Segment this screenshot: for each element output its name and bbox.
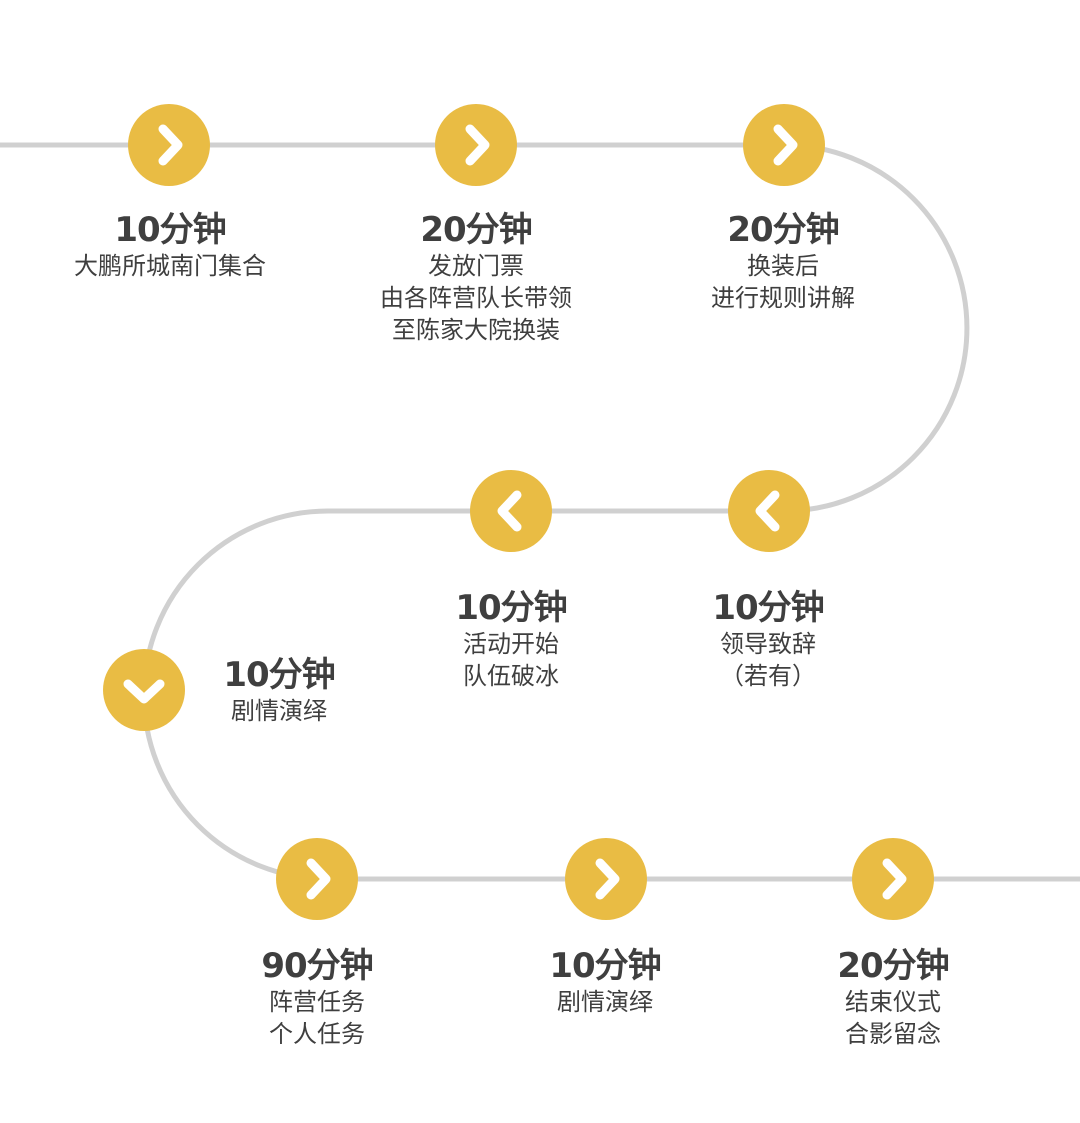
chevron-right-icon (465, 124, 490, 166)
step-node-2 (435, 104, 517, 186)
step-node-3 (743, 104, 825, 186)
step-label-7: 90分钟阵营任务个人任务 (261, 946, 373, 1050)
step-label-8: 10分钟剧情演绎 (549, 946, 661, 1018)
step-description-line: 结束仪式 (844, 988, 941, 1016)
step-duration: 10分钟 (549, 946, 661, 986)
step-description-line: 阵营任务 (268, 988, 365, 1016)
chevron-right-icon (882, 858, 907, 900)
step-duration: 20分钟 (727, 210, 839, 250)
step-label-1: 10分钟大鹏所城南门集合 (74, 210, 266, 282)
step-node-1 (128, 104, 210, 186)
step-description-line: 由各阵营队长带领 (380, 284, 572, 312)
step-duration: 10分钟 (114, 210, 226, 250)
step-duration: 90分钟 (261, 946, 373, 986)
step-label-4: 10分钟领导致辞 （若有） (712, 588, 824, 692)
step-description-line: 合影留念 (844, 1020, 941, 1048)
chevron-right-icon (773, 124, 798, 166)
chevron-right-icon (158, 124, 183, 166)
step-node-5 (470, 470, 552, 552)
step-duration: 20分钟 (420, 210, 532, 250)
step-duration: 10分钟 (223, 655, 335, 695)
step-description-line: 剧情演绎 (230, 697, 327, 725)
step-duration: 10分钟 (712, 588, 824, 628)
chevron-down-icon (123, 679, 165, 704)
step-node-9 (852, 838, 934, 920)
chevron-right-icon (595, 858, 620, 900)
step-description-line: 领导致辞 (719, 630, 816, 658)
step-node-7 (276, 838, 358, 920)
chevron-right-icon (306, 858, 331, 900)
step-description-line: 至陈家大院换装 (392, 316, 560, 344)
step-description-line: 进行规则讲解 (711, 284, 855, 312)
chevron-left-icon (755, 490, 780, 532)
step-label-3: 20分钟换装后进行规则讲解 (711, 210, 855, 314)
step-node-4 (728, 470, 810, 552)
chevron-left-icon (497, 490, 522, 532)
timeline-track-line (0, 142, 1080, 882)
step-description-line: 队伍破冰 (462, 662, 559, 690)
step-node-6 (103, 649, 185, 731)
step-duration: 10分钟 (455, 588, 567, 628)
step-description-line: 大鹏所城南门集合 (74, 252, 266, 280)
step-node-8 (565, 838, 647, 920)
step-label-9: 20分钟结束仪式合影留念 (837, 946, 949, 1050)
step-duration: 20分钟 (837, 946, 949, 986)
step-label-2: 20分钟发放门票由各阵营队长带领至陈家大院换装 (380, 210, 572, 346)
step-description-line: 发放门票 (428, 252, 524, 280)
step-description-line: 换装后 (747, 252, 819, 280)
step-label-6: 10分钟剧情演绎 (223, 655, 335, 727)
step-description-line: （若有） (719, 662, 816, 690)
step-description-line: 活动开始 (462, 630, 559, 658)
step-description-line: 剧情演绎 (556, 988, 653, 1016)
step-label-5: 10分钟活动开始队伍破冰 (455, 588, 567, 692)
step-description-line: 个人任务 (268, 1020, 365, 1048)
